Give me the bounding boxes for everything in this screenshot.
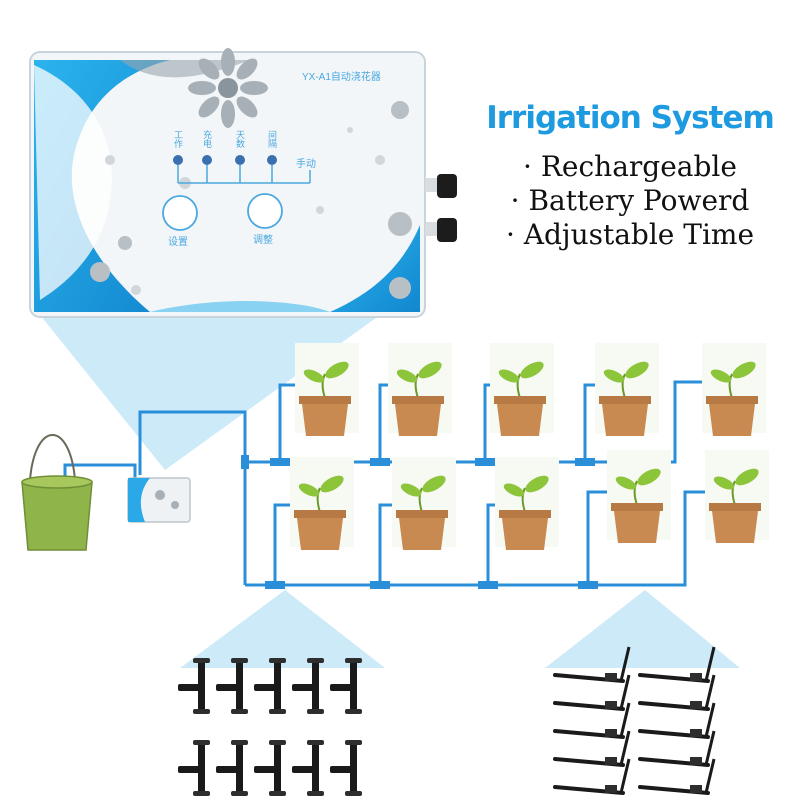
flower-pot xyxy=(295,343,359,436)
tee-connector xyxy=(330,658,362,714)
tee-projection-cone xyxy=(180,590,385,668)
flower-pot xyxy=(290,457,354,550)
flower-pot xyxy=(607,450,671,543)
flower-pot xyxy=(392,457,456,550)
pump-device xyxy=(127,477,191,523)
drip-stake xyxy=(638,702,716,739)
adjust-button-shape xyxy=(247,193,283,229)
indicator-label-days: 天数 xyxy=(235,130,245,148)
drip-stake xyxy=(553,646,631,683)
flower-pot xyxy=(705,450,769,543)
stake-projection-cone xyxy=(545,590,740,668)
drip-stake xyxy=(638,758,716,795)
tee-connector xyxy=(292,658,324,714)
flower-pot xyxy=(490,343,554,436)
flower-pot xyxy=(595,343,659,436)
drip-stake xyxy=(553,758,631,795)
indicator-leds xyxy=(173,155,311,183)
flower-decoration xyxy=(188,48,268,128)
page-title: Irrigation System xyxy=(486,100,775,136)
indicator-label-charge: 充电 xyxy=(202,130,212,148)
feature-battery: · Battery Powerd xyxy=(510,184,750,217)
tee-connector xyxy=(254,658,286,714)
flower-pots xyxy=(290,343,769,550)
indicator-label-interval: 间隔 xyxy=(267,130,277,148)
tee-connector xyxy=(216,740,248,796)
indicator-label-work: 工作 xyxy=(173,130,183,148)
pipe-tee-joints xyxy=(241,455,598,589)
device-model-label: YX-A1自动浇花器 xyxy=(302,72,381,83)
flower-pot xyxy=(388,343,452,436)
tee-connector xyxy=(254,740,286,796)
drip-stake xyxy=(638,646,716,683)
flower-pot xyxy=(495,457,559,550)
adjust-button-label: 调整 xyxy=(253,235,273,246)
tee-connector xyxy=(216,658,248,714)
drip-stake xyxy=(553,674,631,711)
indicator-label-manual: 手动 xyxy=(296,159,316,170)
tee-connectors xyxy=(178,658,362,796)
flower-pot xyxy=(702,343,766,436)
drip-stakes xyxy=(553,646,716,795)
tee-connector xyxy=(178,658,210,714)
tee-connector xyxy=(178,740,210,796)
drip-stake xyxy=(553,730,631,767)
tee-connector xyxy=(292,740,324,796)
drip-stake xyxy=(638,674,716,711)
water-bucket xyxy=(21,434,93,551)
feature-rechargeable: · Rechargeable xyxy=(523,150,737,183)
tee-connector xyxy=(330,740,362,796)
drip-stake xyxy=(638,730,716,767)
set-button-label: 设置 xyxy=(168,237,188,248)
drip-stake xyxy=(553,702,631,739)
set-button-shape xyxy=(162,195,198,231)
controller-device xyxy=(29,48,457,318)
feature-adjustable-time: · Adjustable Time xyxy=(505,218,755,251)
headline-block: Irrigation System · Rechargeable · Batte… xyxy=(470,100,790,252)
